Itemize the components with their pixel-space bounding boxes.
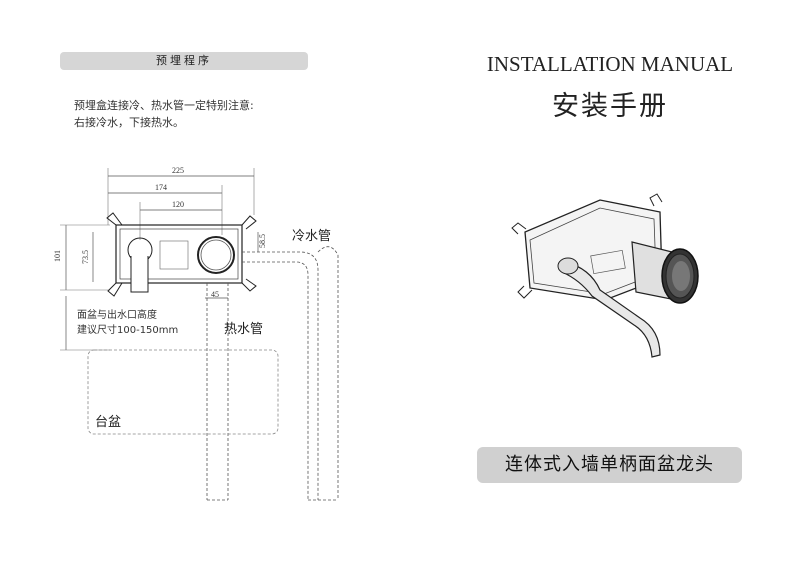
cold-pipe-line-2 (242, 261, 309, 500)
dim-174-label: 174 (155, 183, 167, 192)
spout-pipe (130, 256, 149, 293)
mount-ear (241, 215, 257, 230)
basin-outline (87, 349, 279, 435)
cartridge-circle (197, 236, 235, 274)
basin-label: 台盆 (95, 415, 121, 430)
title-english: INSTALLATION MANUAL (486, 52, 734, 76)
dim-58-5-label: 58.5 (258, 234, 267, 248)
cold-pipe-bend (317, 246, 339, 256)
height-note-1: 面盆与出水口高度 (77, 308, 157, 321)
cold-pipe-line-1 (242, 251, 319, 500)
dim-101-label: 101 (53, 250, 62, 262)
mount-ear (107, 282, 123, 297)
dim-73-5-label: 73.5 (81, 250, 90, 264)
notice-line-2: 右接冷水，下接热水。 (74, 116, 184, 129)
notice-line-1: 预埋盒连接冷、热水管一定特别注意: (74, 99, 254, 112)
valve-illustration (511, 193, 699, 358)
hot-pipe-label: 热水管 (224, 322, 263, 337)
valve-slot (159, 240, 189, 270)
cartridge-inner (200, 239, 232, 271)
section-title-bar: 预埋程序 (60, 52, 308, 70)
dim-120-label: 120 (172, 200, 184, 209)
valve-box-outer (115, 224, 243, 284)
installation-notice: 预埋盒连接冷、热水管一定特别注意: 右接冷水，下接热水。 (74, 97, 254, 131)
dim-45-label: 45 (211, 290, 219, 299)
valve-box-inner (119, 228, 239, 280)
cold-pipe-label: 冷水管 (292, 229, 331, 244)
height-note-2: 建议尺寸100-150mm (77, 323, 178, 336)
product-name-bar: 连体式入墙单柄面盆龙头 (477, 447, 742, 483)
title-chinese: 安装手册 (552, 91, 668, 122)
mount-ear (241, 278, 257, 292)
mount-ear (106, 212, 123, 226)
dim-225-label: 225 (172, 166, 184, 175)
